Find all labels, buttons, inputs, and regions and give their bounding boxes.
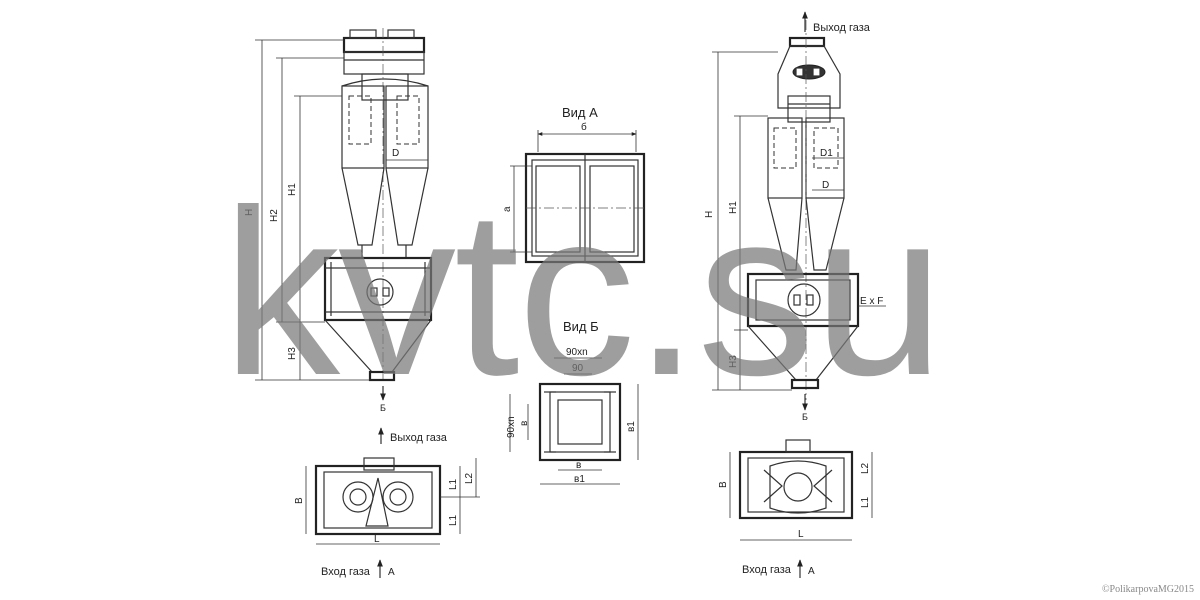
dim-v-side: в (519, 421, 530, 426)
dim-H3-left: H3 (287, 347, 298, 360)
view-b-drawing: Вид Б 90xn 90 90xn в в1 в в1 (506, 319, 639, 485)
dim-H2-left: H2 (269, 209, 280, 222)
dim-L2-right: L2 (860, 462, 871, 474)
left-twin-cyclone-front-view: H H2 H1 H3 D Б Выход газа (244, 28, 448, 444)
dim-B-left: B (294, 497, 305, 504)
dim-L-left: L (374, 534, 380, 545)
dim-ExF-right: E x F (860, 296, 883, 307)
copyright-text: ©PolikarpovaMG2015 (1101, 584, 1194, 595)
right-cyclone-front-view: Выход газа E x F (704, 11, 886, 422)
dim-a-view-a: а (502, 206, 513, 212)
dim-v1-bottom: в1 (574, 474, 585, 485)
dim-D1-right: D1 (820, 148, 833, 159)
dim-D-left: D (392, 148, 399, 159)
dim-90xn-side: 90xn (506, 416, 517, 438)
dim-L2-left: L2 (464, 472, 475, 484)
label-A-right: А (808, 566, 815, 577)
label-B-cyr-left: Б (380, 403, 386, 413)
dim-H1-right: H1 (728, 201, 739, 214)
dim-L1a-left: L1 (448, 478, 459, 490)
view-b-title: Вид Б (563, 319, 599, 334)
dim-B-right: B (718, 481, 729, 488)
left-twin-cyclone-plan-view: B L L1 L1 L2 Вход газа А (294, 457, 480, 578)
label-gas-out-right: Выход газа (813, 22, 871, 34)
label-gas-in-right: Вход газа (742, 564, 792, 576)
right-cyclone-plan-view: B L L2 L1 Вход газа А (718, 439, 873, 578)
dim-H-right: H (704, 211, 715, 218)
dim-90-top: 90 (572, 363, 584, 374)
dim-v1-side: в1 (626, 421, 637, 432)
label-gas-in-left: Вход газа (321, 566, 371, 578)
view-a-drawing: Вид А б а (502, 105, 646, 264)
view-a-title: Вид А (562, 105, 598, 120)
dim-L1b-left: L1 (448, 514, 459, 526)
dim-90xn-top: 90xn (566, 347, 588, 358)
label-A-left: А (388, 567, 395, 578)
dim-H3-right: H3 (728, 355, 739, 368)
dim-H1-left: H1 (287, 183, 298, 196)
dim-b-view-a: б (581, 121, 587, 133)
dim-H-left: H (244, 209, 255, 216)
dim-L1-right: L1 (860, 496, 871, 508)
dim-v-bottom: в (576, 460, 581, 471)
label-B-cyr-right: Б (802, 412, 808, 422)
label-gas-out-left: Выход газа (390, 432, 448, 444)
dim-L-right: L (798, 529, 804, 540)
dim-D-right: D (822, 180, 829, 191)
